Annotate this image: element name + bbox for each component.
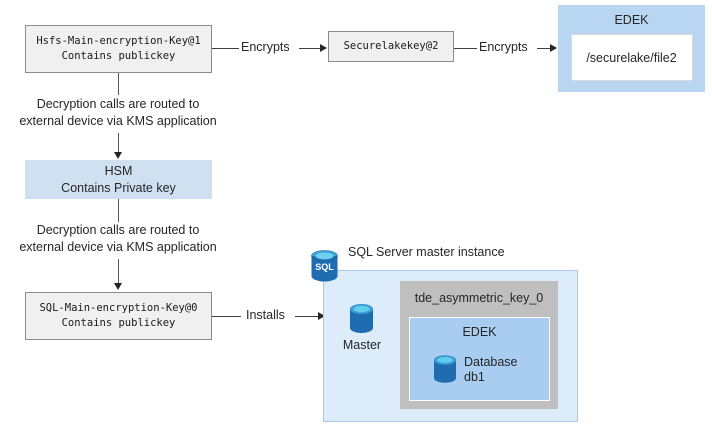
securelakekey-label: Securelakekey@2: [343, 40, 439, 52]
node-sql-main-encryption-key[interactable]: SQL-Main-encryption-Key@0 Contains publi…: [25, 292, 212, 340]
arrowhead-to-edek-icon: [550, 43, 557, 52]
sql-instance-label: SQL Server master instance: [348, 245, 505, 259]
edge-line-hsm-down-1: [118, 199, 119, 222]
hsm-line2: Contains Private key: [61, 180, 176, 195]
hsm-line1: HSM: [104, 163, 133, 178]
master-database-icon: [348, 303, 375, 336]
db1-database-caption: Database db1: [464, 355, 518, 384]
hsfs-key-line1: Hsfs-Main-encryption-Key@1: [36, 35, 201, 47]
edek-top-file-label: /securelake/file2: [586, 50, 677, 65]
node-edek-top[interactable]: EDEK /securelake/file2: [558, 5, 705, 92]
db1-database-icon: [432, 354, 458, 386]
master-database-caption: Master: [342, 338, 382, 352]
sql-key-line1: SQL-Main-encryption-Key@0: [39, 302, 198, 314]
edge-line-hsm-down-2: [118, 259, 119, 284]
tde-asymmetric-key-label: tde_asymmetric_key_0: [414, 291, 544, 305]
node-hsfs-main-encryption-key[interactable]: Hsfs-Main-encryption-Key@1 Contains publ…: [25, 25, 212, 73]
hsfs-key-line2: Contains publickey: [61, 50, 176, 62]
node-securelakekey[interactable]: Securelakekey@2: [328, 31, 454, 62]
edge-line-securelake-to-edek-left: [454, 48, 477, 49]
group-edek-inner[interactable]: EDEK: [409, 317, 550, 401]
node-hsm[interactable]: HSM Contains Private key: [25, 160, 212, 199]
arrowhead-to-securelake-icon: [320, 43, 327, 52]
edek-top-title: EDEK: [614, 13, 649, 27]
edge-note-kms-routing-2: Decryption calls are routed to external …: [19, 223, 217, 254]
edge-line-hsfs-to-securelake-right: [299, 48, 320, 49]
edge-line-hsfs-down-1: [118, 73, 119, 95]
edge-line-installs-left: [212, 316, 241, 317]
edge-line-installs-right: [295, 316, 318, 317]
edge-line-securelake-to-edek-right: [537, 48, 550, 49]
edek-inner-title: EDEK: [462, 325, 497, 339]
edge-label-encrypts-2: Encrypts: [479, 40, 528, 54]
edek-top-file-card[interactable]: /securelake/file2: [570, 34, 693, 81]
edge-line-hsfs-down-2: [118, 133, 119, 153]
sql-server-icon: SQL: [308, 249, 341, 284]
edge-line-hsfs-to-securelake-left: [212, 48, 239, 49]
arrowhead-to-sql-instance-icon: [318, 311, 325, 320]
arrowhead-to-hsm-icon: [113, 152, 122, 159]
arrowhead-to-sql-key-icon: [113, 283, 122, 290]
edge-note-kms-routing-1: Decryption calls are routed to external …: [19, 97, 217, 128]
edge-label-encrypts-1: Encrypts: [241, 40, 290, 54]
sql-key-line2: Contains publickey: [61, 317, 176, 329]
edge-label-installs: Installs: [246, 308, 285, 322]
svg-text:SQL: SQL: [315, 262, 334, 272]
